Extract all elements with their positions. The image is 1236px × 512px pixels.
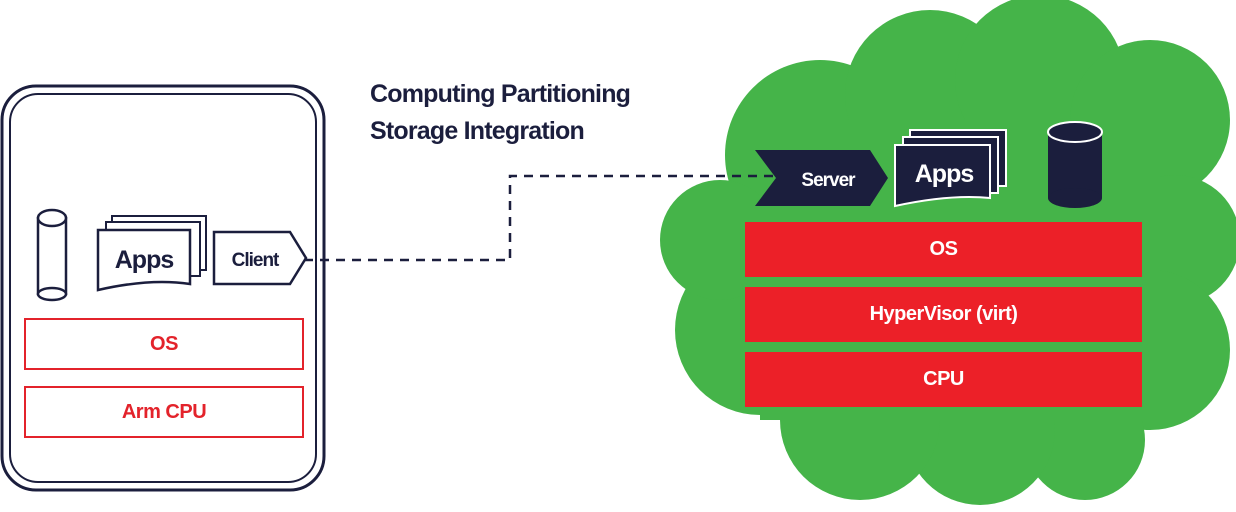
server-arrow-shape — [755, 150, 888, 206]
device-storage-icon — [36, 208, 68, 302]
server-label: Server — [801, 170, 856, 191]
device-os-layer: OS — [24, 318, 304, 370]
client-arrow-shape — [212, 230, 308, 286]
caption-line-1: Computing Partitioning — [370, 80, 631, 108]
cloud-cpu-layer: CPU — [745, 352, 1142, 407]
device-apps-icon — [96, 215, 207, 292]
device-apps-label: Apps — [115, 246, 174, 274]
cloud-os-layer: OS — [745, 222, 1142, 277]
caption-line-2: Storage Integration — [370, 117, 585, 145]
device-cpu-layer: Arm CPU — [24, 386, 304, 438]
cloud-storage-icon — [1047, 121, 1103, 208]
cloud-apps-label: Apps — [915, 160, 974, 188]
device-inner-frame — [9, 93, 317, 483]
cloud-hypervisor-layer: HyperVisor (virt) — [745, 287, 1142, 342]
connection-line — [304, 174, 785, 262]
cloud-apps-icon — [894, 129, 1007, 208]
client-label: Client — [232, 250, 280, 271]
